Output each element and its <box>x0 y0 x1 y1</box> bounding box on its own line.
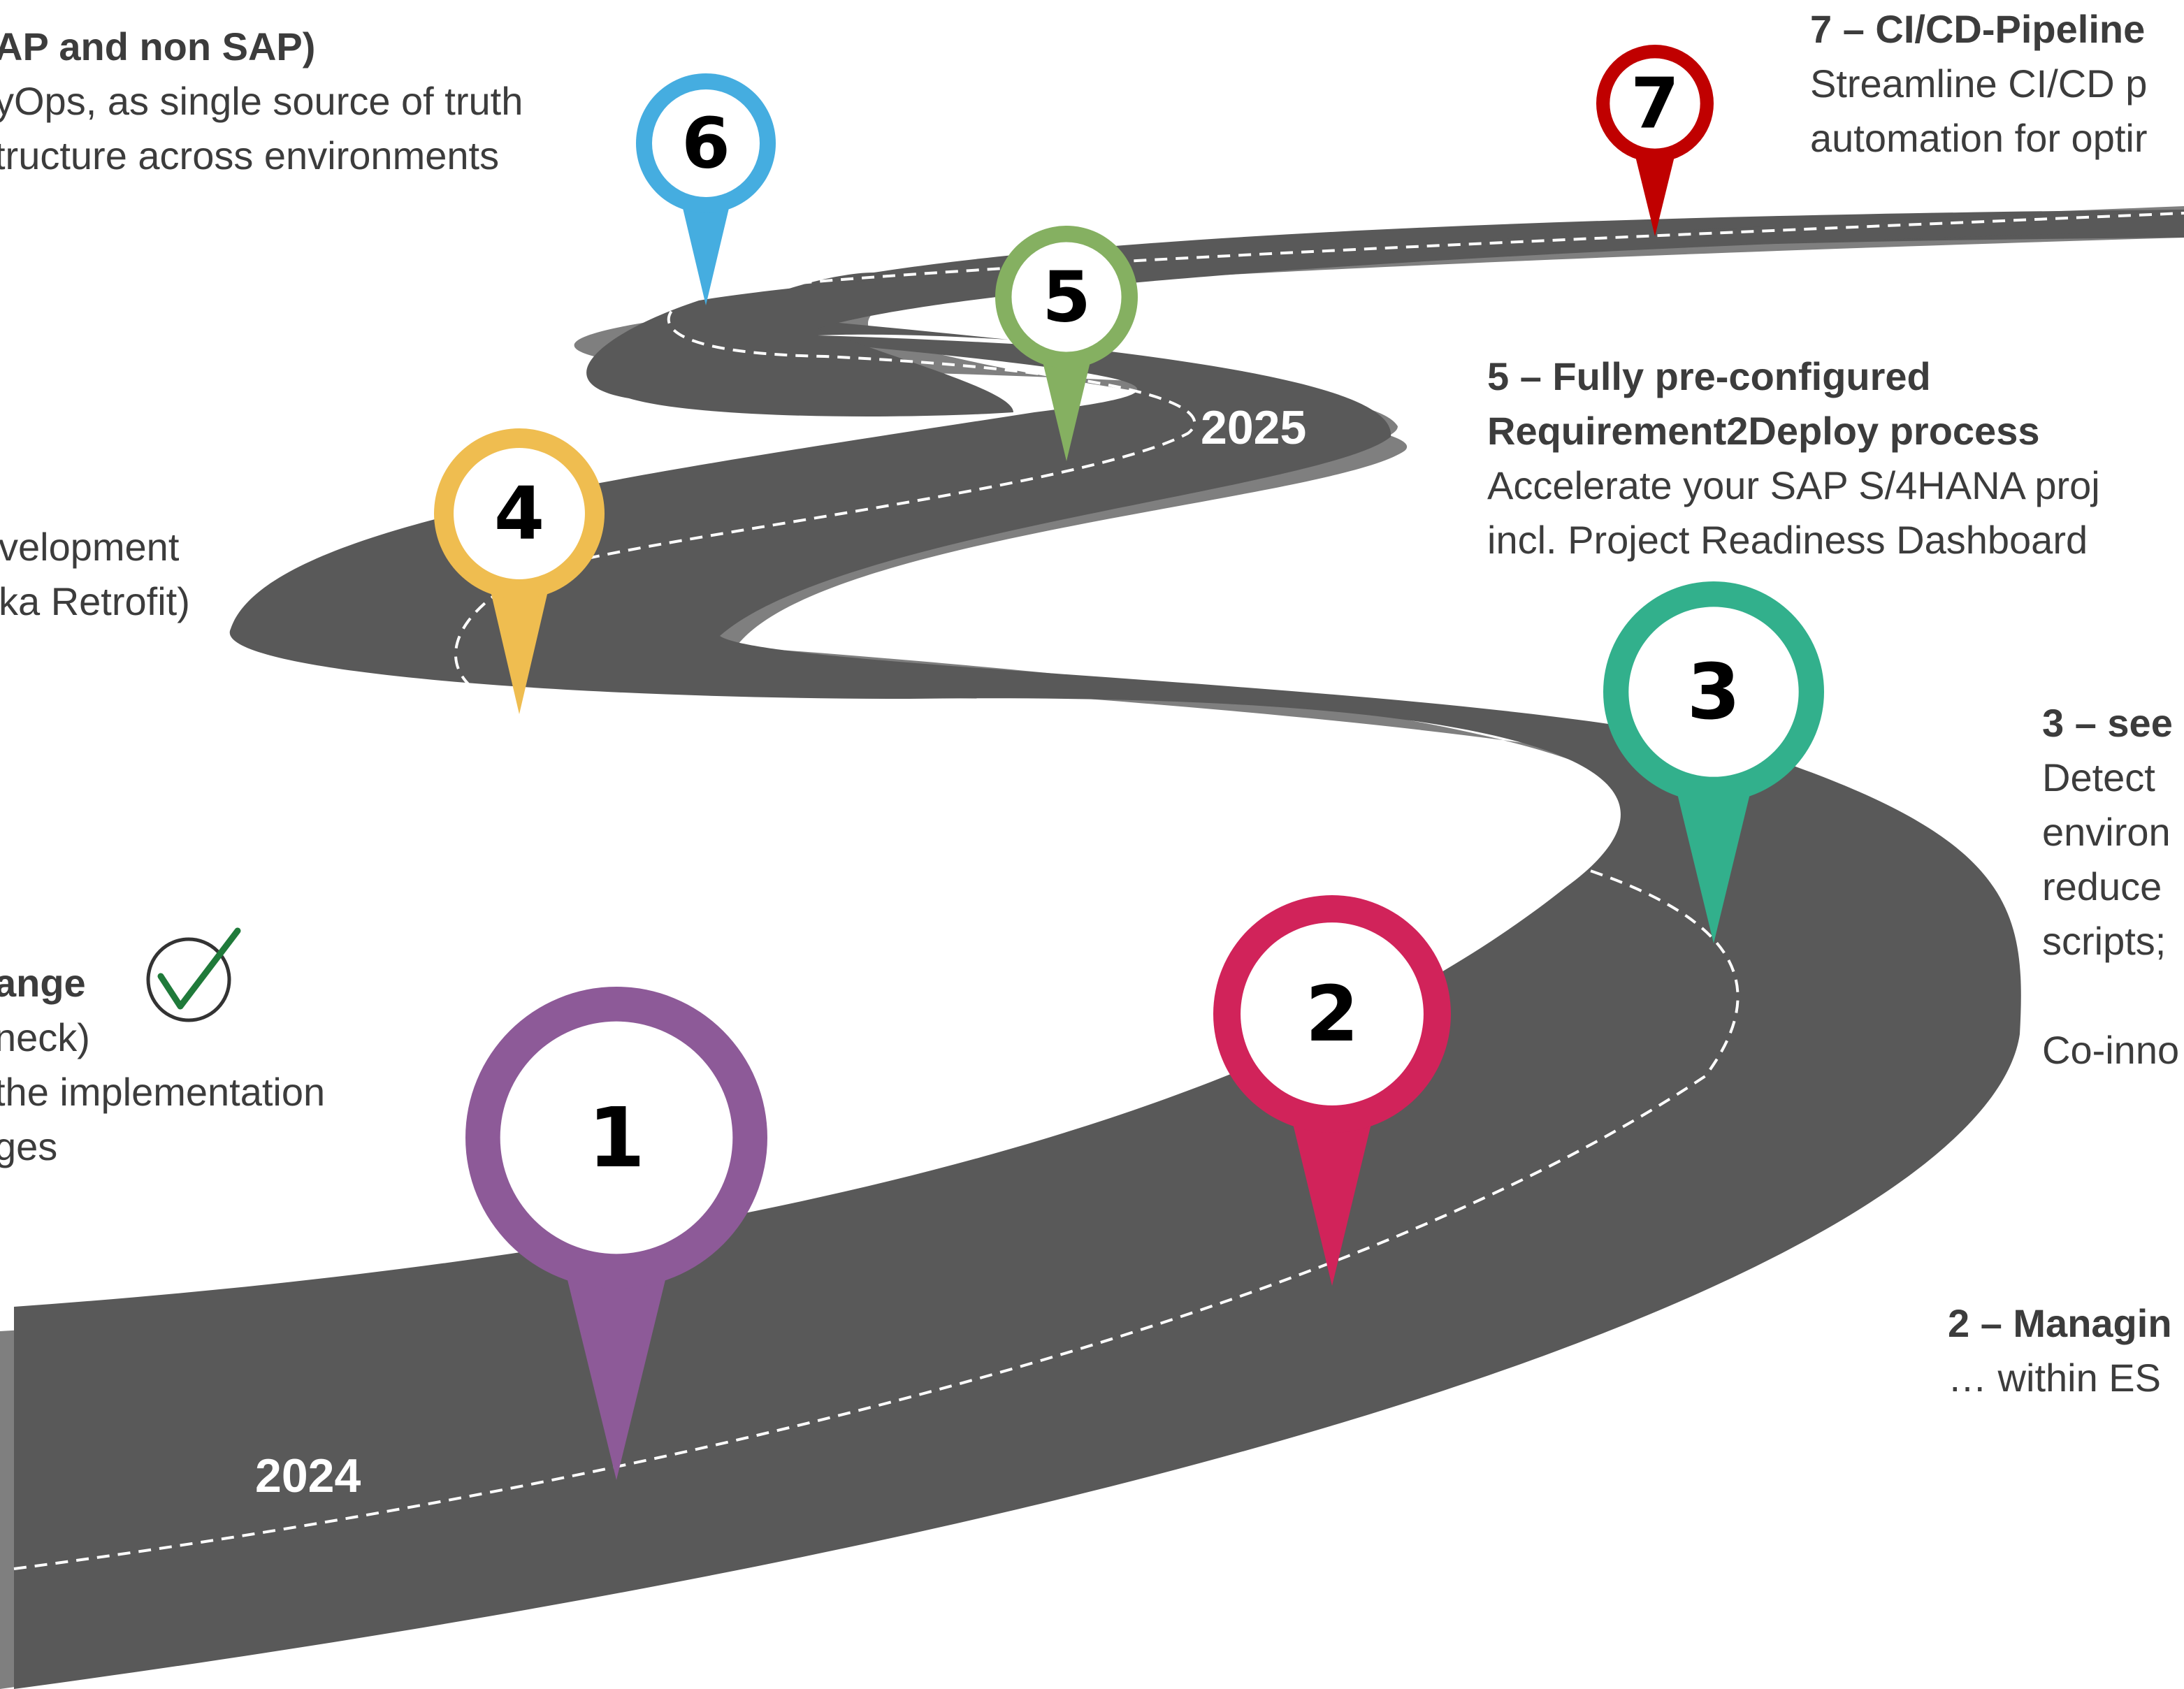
pin-7-face <box>1610 58 1700 149</box>
milestone-3-line-1: Detect <box>2042 755 2155 799</box>
pin-3-number: 3 <box>1687 647 1741 737</box>
pin-6-marker: 6 <box>636 73 776 305</box>
pin-7-number: 7 <box>1630 63 1679 145</box>
pin-5-marker: 5 <box>995 226 1138 461</box>
milestone-4-text: velopment ka Retrofit) <box>0 520 190 629</box>
pin-4-marker: 4 <box>434 428 605 714</box>
milestone-5-title-line-1: 5 – Fully pre-configured <box>1487 354 1931 398</box>
pin-3-tail <box>1667 752 1760 943</box>
milestone-3-line-5 <box>2042 969 2179 1023</box>
pin-3-face <box>1628 607 1799 777</box>
pin-2-number: 2 <box>1306 969 1359 1059</box>
pin-5-number: 5 <box>1042 256 1091 338</box>
milestone-3-line-2: environ <box>2042 810 2171 854</box>
milestone-1-line-1: neck) <box>0 1015 90 1059</box>
checkmark-icon <box>146 927 241 1022</box>
milestone-6-text: AP and non SAP) yOps, as single source o… <box>0 20 523 183</box>
milestone-2-line-1: … within ES <box>1948 1356 2161 1400</box>
road-centre-line <box>13 212 2184 1570</box>
pin-2-face <box>1241 922 1424 1106</box>
pin-5-tail <box>1036 336 1097 461</box>
milestone-3-line-6: Co-inno <box>2042 1028 2180 1072</box>
milestone-7-line-1: Streamline CI/CD p <box>1810 61 2148 106</box>
milestone-5-line-1: Accelerate your SAP S/4HANA proj <box>1487 463 2100 507</box>
milestone-2-title: 2 – Managin <box>1948 1301 2172 1345</box>
milestone-1-title: ange <box>0 961 86 1005</box>
pin-2-marker: 2 <box>1213 895 1451 1286</box>
milestone-3-text: 3 – see Detect environ reduce scripts; C… <box>2042 696 2179 1078</box>
milestone-4-line-1: velopment <box>0 525 180 569</box>
pin-6-face <box>652 89 760 197</box>
pin-6-number: 6 <box>681 103 730 184</box>
year-label-2024: 2024 <box>255 1449 361 1502</box>
pin-2-tail <box>1282 1079 1382 1286</box>
milestone-1-line-2: the implementation <box>0 1070 326 1114</box>
milestone-7-text: 7 – CI/CD-Pipeline Streamline CI/CD p au… <box>1810 2 2147 166</box>
milestone-3-title: 3 – see <box>2042 701 2173 745</box>
milestone-6-title: AP and non SAP) <box>0 24 316 68</box>
milestone-7-line-2: automation for optir <box>1810 116 2148 160</box>
pin-4-tail <box>483 560 556 714</box>
milestone-5-title-line-2: Requirement2Deploy process <box>1487 409 2040 453</box>
milestone-5-text: 5 – Fully pre-configured Requirement2Dep… <box>1487 349 2100 567</box>
pin-group: 1 2 3 4 5 6 7 <box>434 45 1824 1480</box>
year-label-2025: 2025 <box>1201 401 1306 454</box>
pin-7-marker: 7 <box>1596 45 1714 236</box>
milestone-6-line-1: yOps, as single source of truth <box>0 79 523 123</box>
pin-4-face <box>454 448 585 579</box>
pin-1-face <box>500 1021 733 1254</box>
pin-1-number: 1 <box>588 1089 645 1186</box>
milestone-1-line-3: ges <box>0 1124 58 1168</box>
milestone-4-line-2: ka Retrofit) <box>0 579 190 623</box>
milestone-3-line-3: reduce <box>2042 864 2162 908</box>
pin-3-marker: 3 <box>1603 581 1824 943</box>
milestone-3-line-4: scripts; <box>2042 919 2167 963</box>
milestone-2-text: 2 – Managin … within ES <box>1948 1296 2172 1405</box>
pin-1-tail <box>553 1220 680 1480</box>
milestone-1-text: ange neck) the implementation ges <box>0 956 325 1174</box>
milestone-6-line-2: tructure across environments <box>0 133 500 177</box>
road-bend-top <box>586 210 2184 416</box>
pin-7-tail <box>1630 136 1680 236</box>
pin-1-marker: 1 <box>465 987 767 1480</box>
pin-6-tail <box>677 182 735 305</box>
pin-5-face <box>1011 242 1122 352</box>
pin-4-number: 4 <box>494 471 544 556</box>
milestone-7-title: 7 – CI/CD-Pipeline <box>1810 7 2146 51</box>
milestone-5-line-2: incl. Project Readiness Dashboard <box>1487 518 2088 562</box>
